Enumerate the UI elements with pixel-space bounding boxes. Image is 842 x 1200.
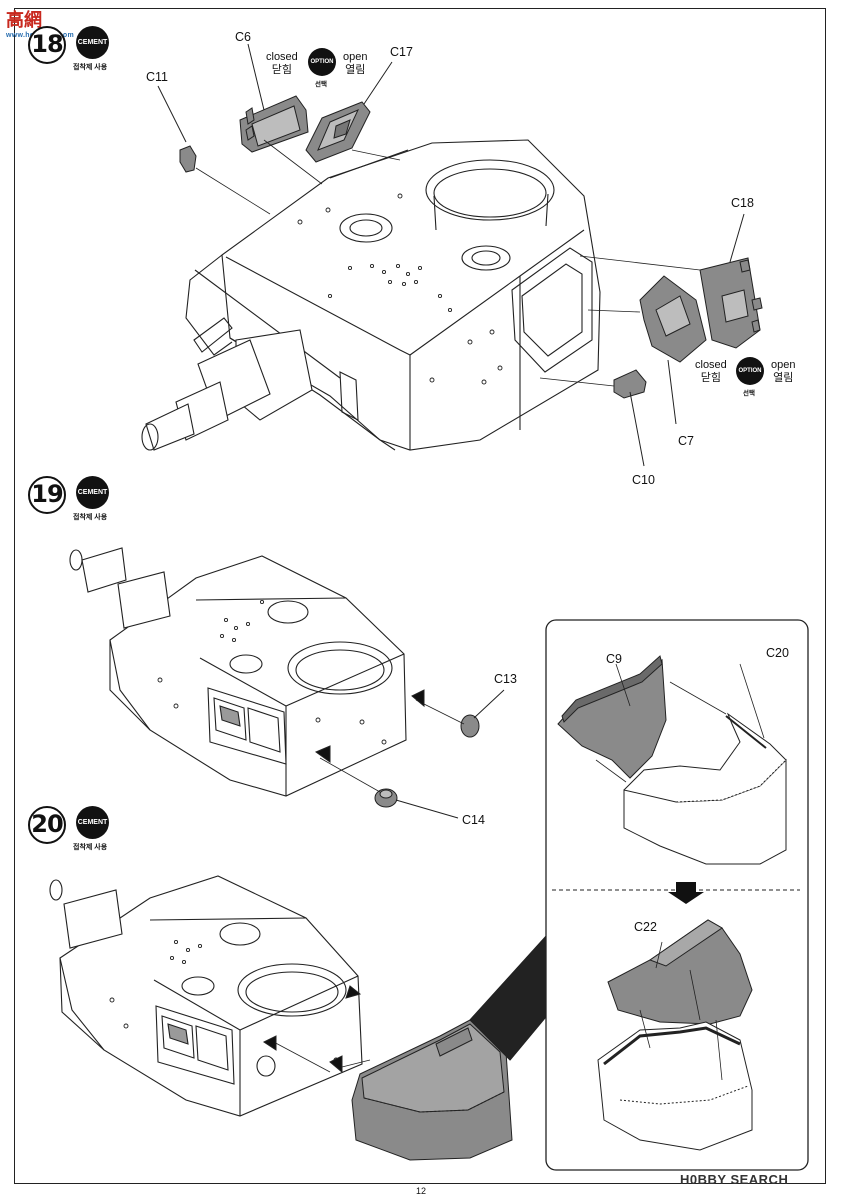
part-label-c7: C7 xyxy=(678,434,694,448)
watermark-hobbysearch: H0BBY SEARCH xyxy=(680,1172,789,1187)
option2-sub: 선택 xyxy=(743,390,755,397)
parts-step19 xyxy=(314,689,505,819)
cement-sub: 접착제 사용 xyxy=(73,514,108,521)
part-label-c13: C13 xyxy=(494,672,517,686)
step-19-number: 19 xyxy=(28,476,66,514)
turret-step20 xyxy=(49,875,363,1117)
option1-sub: 선택 xyxy=(315,81,327,88)
part-c20 xyxy=(623,712,787,865)
page-number: 12 xyxy=(415,1186,426,1196)
cement-icon: CEMENT xyxy=(76,806,109,839)
turret-step19 xyxy=(69,547,407,797)
part-label-c14: C14 xyxy=(462,813,485,827)
step-18-number: 18 xyxy=(28,26,66,64)
part-label-c18: C18 xyxy=(731,196,754,210)
cement-sub: 접착제 사용 xyxy=(73,64,108,71)
down-arrow xyxy=(668,882,704,904)
step-20-number: 20 xyxy=(28,806,66,844)
part-label-c22: C22 xyxy=(634,920,657,934)
part-c22 xyxy=(607,919,753,1025)
part-label-c11: C11 xyxy=(146,70,169,84)
part-label-c20: C20 xyxy=(766,646,789,660)
option1-icon: OPTION xyxy=(308,48,336,76)
page-frame xyxy=(14,8,826,1184)
part-label-c9: C9 xyxy=(606,652,622,666)
option2-icon: OPTION xyxy=(736,357,764,385)
cement-icon: CEMENT xyxy=(76,476,109,509)
part-label-c10: C10 xyxy=(632,473,655,487)
basket-assembled xyxy=(263,985,513,1161)
parts-step18 xyxy=(157,43,763,467)
part-label-c17: C17 xyxy=(390,45,413,59)
cement-icon: CEMENT xyxy=(76,26,109,59)
part-label-c6: C6 xyxy=(235,30,251,44)
turret-step18 xyxy=(141,139,601,451)
cement-sub: 접착제 사용 xyxy=(73,844,108,851)
part-c9 xyxy=(557,655,667,779)
